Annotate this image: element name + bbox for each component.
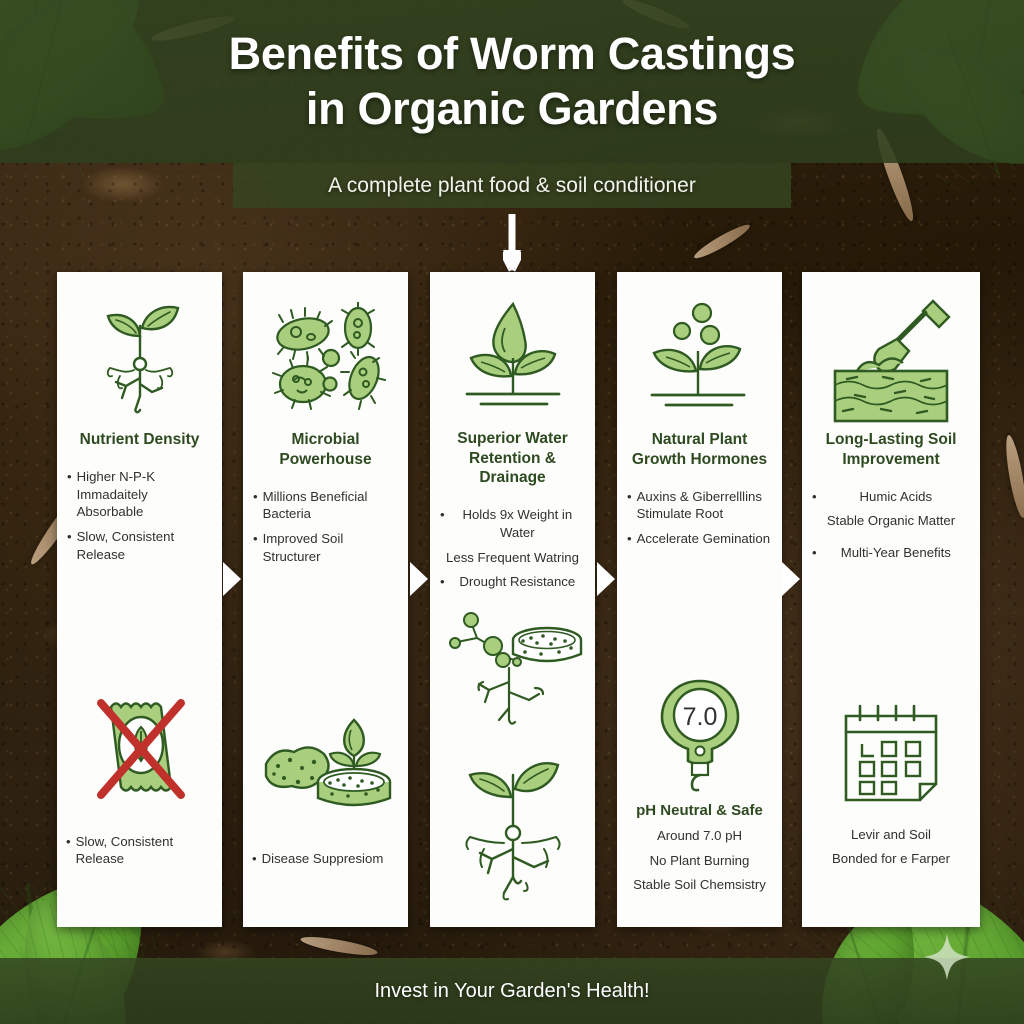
water-drop-leaves-icon xyxy=(453,294,573,423)
down-arrow-icon xyxy=(503,214,521,272)
list-item: • Auxins & Giberrelllins Stimulate Root xyxy=(627,488,772,523)
plain-line: No Plant Burning xyxy=(649,852,750,868)
sponge-petri-dish-icon xyxy=(249,692,402,842)
footer-band: Invest in Your Garden's Health! xyxy=(0,958,1024,1024)
sprout-roots-icon xyxy=(436,749,589,907)
benefit-panels: Nutrient Density • Higher N-P-K Immadait… xyxy=(57,272,980,927)
calendar-icon xyxy=(808,688,974,818)
panel-bottom-block: Around 7.0 pH No Plant Burning Stable So… xyxy=(623,827,776,927)
plant-hormone-dots-icon xyxy=(640,294,760,424)
list-item: • Humic Acids xyxy=(812,488,970,506)
panel-nutrient-density[interactable]: Nutrient Density • Higher N-P-K Immadait… xyxy=(57,272,222,927)
panel-water-retention[interactable]: Superior Water Retention & Drainage • Ho… xyxy=(430,272,595,927)
bullet-text: Millions Beneficial Bacteria xyxy=(262,488,368,522)
list-item: • Disease Suppresiom xyxy=(252,850,399,868)
footer-cta-text: Invest in Your Garden's Health! xyxy=(374,979,650,1002)
panel-title: Long-Lasting Soil Improvement xyxy=(825,431,957,468)
bullet-dot: • xyxy=(440,574,445,590)
header-band: Benefits of Worm Castings in Organic Gar… xyxy=(0,0,1024,163)
list-item: • Improved Soil Structurer xyxy=(253,530,398,565)
panel-microbial-powerhouse[interactable]: Microbial Powerhouse • Millions Benefici… xyxy=(243,272,408,927)
ph-meter-icon: 7.0 xyxy=(623,674,776,794)
molecule-petri-roots-icon xyxy=(436,606,589,735)
ph-value-label: 7.0 xyxy=(682,703,717,731)
panel-subheading: pH Neutral & Safe xyxy=(636,801,763,819)
sparkle-icon xyxy=(924,934,970,980)
panel-bottom-block: Levir and Soil Bonded for e Farper xyxy=(808,826,974,927)
bullet-dot: • xyxy=(67,468,72,484)
panel-bottom-block: • Slow, Consistent Release xyxy=(63,833,216,927)
plain-line: Less Frequent Watring xyxy=(446,549,579,565)
plain-line: Bonded for e Farper xyxy=(831,851,951,867)
list-item: • Accelerate Gemination xyxy=(627,530,772,548)
list-item: • Drought Resistance xyxy=(440,573,585,591)
chevron-right-icon-3 xyxy=(597,562,615,596)
panel-bullets: • Humic Acids Stable Organic Matter • Mu… xyxy=(808,488,974,569)
panel-bullets: • Millions Beneficial Bacteria • Improve… xyxy=(249,488,402,573)
subtitle-band: A complete plant food & soil conditioner xyxy=(233,163,791,208)
bullet-dot: • xyxy=(440,507,445,523)
list-item: • Millions Beneficial Bacteria xyxy=(253,488,398,523)
bullet-text: Slow, Consistent Release xyxy=(75,833,174,867)
panel-growth-hormones[interactable]: Natural Plant Growth Hormones • Auxins &… xyxy=(617,272,782,927)
seedling-roots-icon xyxy=(86,294,194,424)
chevron-right-icon-2 xyxy=(410,562,428,596)
bullet-dot: • xyxy=(812,488,817,504)
panel-title: Natural Plant Growth Hormones xyxy=(631,431,768,468)
bullet-text: Holds 9x Weight in Water xyxy=(462,507,573,540)
plain-line: Levir and Soil xyxy=(851,826,931,842)
list-item: • Holds 9x Weight in Water xyxy=(440,506,585,541)
bullet-text: Drought Resistance xyxy=(459,574,576,590)
panel-bullets: • Higher N-P-K Immadaitely Absorbable • … xyxy=(63,468,216,570)
chevron-right-icon-4 xyxy=(782,562,800,596)
page-title-line-1: Benefits of Worm Castings xyxy=(228,27,796,79)
bullet-dot: • xyxy=(66,833,71,849)
page-title-line-2: in Organic Gardens xyxy=(305,82,719,134)
panel-title: Microbial Powerhouse xyxy=(279,431,372,468)
list-item: • Slow, Consistent Release xyxy=(66,833,213,868)
list-item: • Multi-Year Benefits xyxy=(812,544,970,562)
bullet-text: Multi-Year Benefits xyxy=(840,545,951,561)
chevron-right-icon-1 xyxy=(223,562,241,596)
panel-title: Nutrient Density xyxy=(79,431,200,448)
panel-bullets: • Holds 9x Weight in Water Less Frequent… xyxy=(436,506,589,598)
bullet-text: Improved Soil Structurer xyxy=(262,531,344,564)
list-item: • Higher N-P-K Immadaitely Absorbable xyxy=(67,468,212,521)
panel-bullets: • Auxins & Giberrelllins Stimulate Root … xyxy=(623,488,776,555)
bullet-dot: • xyxy=(627,531,632,547)
bullet-text: Higher N-P-K Immadaitely Absorbable xyxy=(76,468,156,520)
panel-title: Superior Water Retention & Drainage xyxy=(457,429,568,487)
bullet-dot: • xyxy=(67,528,72,544)
bullet-text: Slow, Consistent Release xyxy=(76,528,175,562)
plain-line: Around 7.0 pH xyxy=(656,827,743,843)
shovel-in-soil-icon xyxy=(821,294,961,424)
bullet-dot: • xyxy=(812,545,817,561)
crossed-out-fertilizer-bag-icon xyxy=(63,675,216,825)
bullet-dot: • xyxy=(253,488,258,504)
bullet-text: Auxins & Giberrelllins Stimulate Root xyxy=(636,488,762,522)
panel-bottom-block: • Disease Suppresiom xyxy=(249,850,402,927)
page-subtitle: A complete plant food & soil conditioner xyxy=(328,173,696,197)
bullet-text: Humic Acids xyxy=(859,488,933,504)
bullet-dot: • xyxy=(627,488,632,504)
plain-line: Stable Soil Chemsistry xyxy=(633,877,766,893)
bullet-text: Disease Suppresiom xyxy=(261,851,384,867)
bullet-dot: • xyxy=(252,851,257,867)
panel-long-lasting-soil[interactable]: Long-Lasting Soil Improvement • Humic Ac… xyxy=(802,272,980,927)
bacteria-microbes-icon xyxy=(263,294,388,424)
list-item: • Slow, Consistent Release xyxy=(67,528,212,563)
page-title: Benefits of Worm Castings in Organic Gar… xyxy=(229,27,796,137)
bullet-text: Accelerate Gemination xyxy=(636,531,771,547)
plain-line: Stable Organic Matter xyxy=(826,513,956,529)
bullet-dot: • xyxy=(253,531,258,547)
